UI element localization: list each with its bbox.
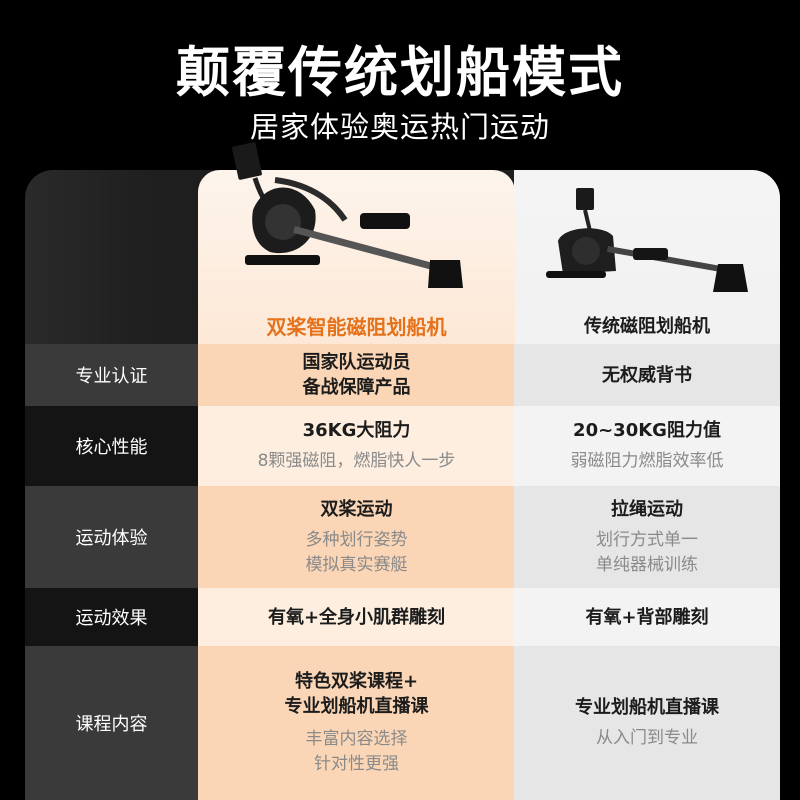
- effect-other: 有氧+背部雕刻: [514, 588, 780, 646]
- cell-text: 20~30KG阻力值: [573, 420, 721, 441]
- certification-other: 无权威背书: [514, 344, 780, 406]
- experience-main: 双桨运动 多种划行姿势 模拟真实赛艇: [198, 486, 515, 588]
- row-label: 专业认证: [75, 366, 148, 387]
- featured-product-label: 双桨智能磁阻划船机: [266, 314, 447, 339]
- cell-text: 无权威背书: [602, 364, 692, 386]
- page-title: 颠覆传统划船模式: [176, 41, 624, 104]
- dual-paddle-rower-image: [232, 142, 463, 288]
- cell-text: 专业划船机直播课: [284, 696, 429, 717]
- cell-text: 特色双桨课程+: [294, 671, 419, 692]
- row-label: 核心性能: [75, 437, 148, 458]
- cell-subtext: 针对性更强: [314, 754, 399, 774]
- cell-subtext: 单纯器械训练: [596, 554, 698, 575]
- cell-text: 拉绳运动: [611, 498, 683, 520]
- page-subtitle: 居家体验奥运热门运动: [249, 110, 550, 144]
- experience-other: 拉绳运动 划行方式单一 单纯器械训练: [514, 486, 780, 588]
- cell-subtext: 模拟真实赛艇: [305, 554, 408, 575]
- courses-main: 特色双桨课程+ 专业划船机直播课 丰富内容选择 针对性更强: [198, 646, 515, 800]
- cell-subtext: 弱磁阻力燃脂效率低: [570, 451, 724, 471]
- cell-subtext: 8颗强磁阻，燃脂快人一步: [257, 451, 456, 471]
- cell-subtext: 多种划行姿势: [305, 529, 408, 550]
- performance-other: 20~30KG阻力值 弱磁阻力燃脂效率低: [514, 406, 780, 486]
- featured-product-name: 双桨智能磁阻划船机: [198, 308, 515, 342]
- cell-text: 备战保障产品: [302, 377, 411, 398]
- row-label: 运动效果: [75, 608, 148, 629]
- row-label: 课程内容: [75, 714, 148, 735]
- courses-other: 专业划船机直播课 从入门到专业: [514, 646, 780, 800]
- cell-subtext: 划行方式单一: [596, 529, 698, 550]
- cell-text: 专业划船机直播课: [575, 697, 719, 718]
- row-label: 运动体验: [75, 528, 148, 549]
- traditional-product-label: 传统磁阻划船机: [584, 316, 710, 337]
- traditional-product-name: 传统磁阻划船机: [514, 308, 780, 342]
- cell-text: 国家队运动员: [302, 352, 411, 373]
- cell-text: 双桨运动: [320, 498, 393, 520]
- cell-text: 有氧+全身小肌群雕刻: [267, 606, 446, 628]
- cell-subtext: 丰富内容选择: [305, 729, 408, 749]
- cell-text: 有氧+背部雕刻: [585, 606, 709, 628]
- performance-main: 36KG大阻力 8颗强磁阻，燃脂快人一步: [198, 406, 515, 486]
- cell-subtext: 从入门到专业: [596, 728, 698, 748]
- cell-text: 36KG大阻力: [302, 420, 411, 441]
- certification-main: 国家队运动员 备战保障产品: [198, 344, 515, 406]
- traditional-rower-image: [546, 188, 748, 292]
- effect-main: 有氧+全身小肌群雕刻: [198, 588, 515, 646]
